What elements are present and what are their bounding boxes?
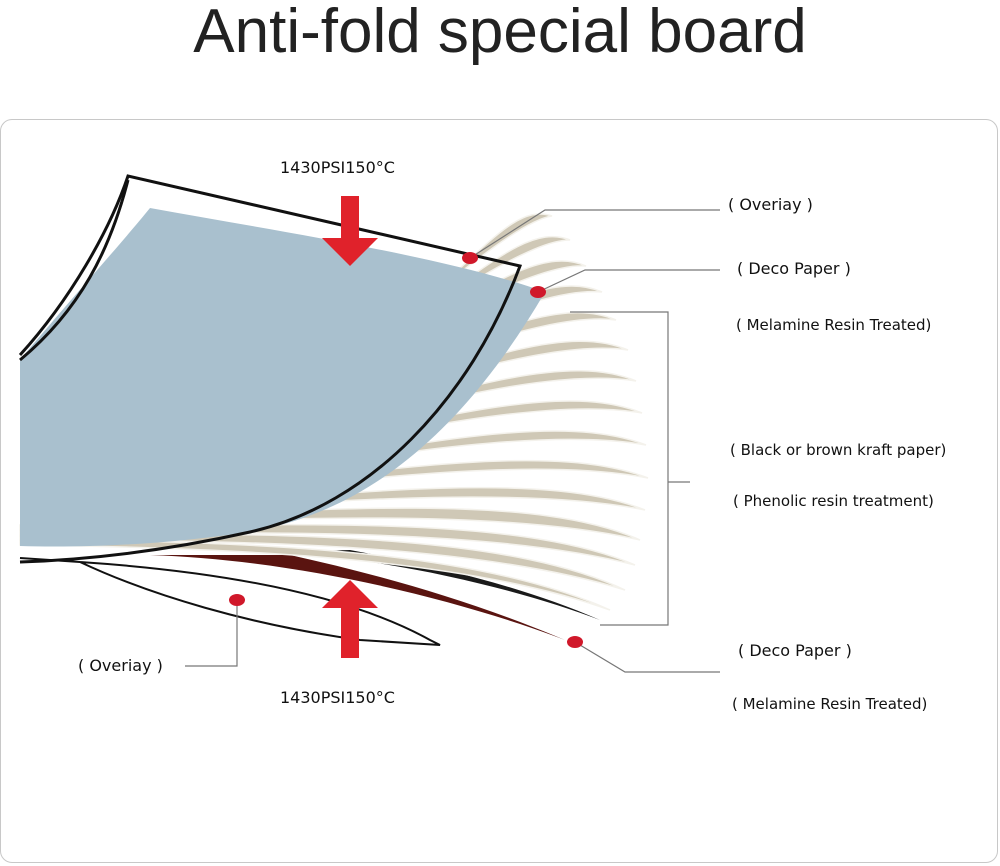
- page-title: Anti-fold special board: [193, 0, 807, 66]
- bottom-pressure-arrow: [322, 580, 378, 658]
- top-overlay-sheet: [18, 174, 523, 564]
- label-overlay-top: ( Overiay ): [728, 195, 813, 214]
- label-melamine-bottom: ( Melamine Resin Treated): [732, 695, 928, 713]
- pressure-label-top: 1430PSI150°C: [280, 158, 395, 177]
- bottom-deco-sheet: [150, 555, 565, 640]
- leader-lines: [185, 209, 720, 673]
- label-melamine-top: ( Melamine Resin Treated): [736, 316, 932, 334]
- label-kraft: ( Black or brown kraft paper): [730, 441, 947, 459]
- label-overlay-bottom: ( Overiay ): [78, 656, 163, 675]
- marker-dots: [229, 252, 583, 648]
- pressure-label-bottom: 1430PSI150°C: [280, 688, 395, 707]
- label-deco-top: ( Deco Paper ): [737, 259, 851, 278]
- top-deco-sheet: [20, 208, 545, 547]
- label-deco-bottom: ( Deco Paper ): [738, 641, 852, 660]
- label-phenolic: ( Phenolic resin treatment): [733, 492, 934, 510]
- top-pressure-arrow: [322, 196, 378, 266]
